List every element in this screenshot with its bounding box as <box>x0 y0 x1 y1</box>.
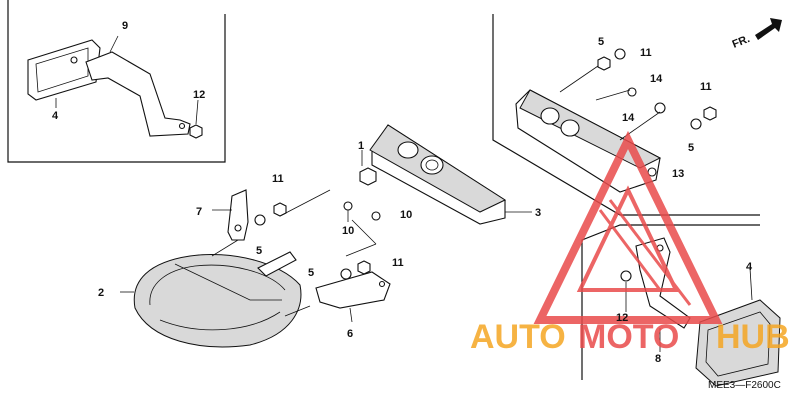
watermark-text-moto: MOTO <box>578 318 679 356</box>
tail-light-housing <box>359 124 532 225</box>
callout-5-c: 5 <box>598 36 604 48</box>
callout-3: 3 <box>535 207 541 219</box>
front-direction-arrow <box>755 18 782 40</box>
callout-1: 1 <box>358 140 364 152</box>
watermark-text-hub: HUB <box>716 318 790 356</box>
callout-12-inset: 12 <box>193 89 205 101</box>
callout-5-d: 5 <box>688 142 694 154</box>
tail-light-lens <box>120 251 311 348</box>
callout-11-a: 11 <box>272 173 284 185</box>
bracket-7 <box>211 189 249 257</box>
callout-11-c: 11 <box>640 47 652 59</box>
watermark: AUTO MOTO HUB <box>470 130 790 356</box>
callout-9: 9 <box>122 20 128 32</box>
callout-11-d: 11 <box>700 81 712 93</box>
callout-14-b: 14 <box>622 112 635 124</box>
callout-14-a: 14 <box>650 73 663 85</box>
callout-10-a: 10 <box>342 225 354 237</box>
reflector-assembly <box>620 237 781 387</box>
callout-12-main: 12 <box>616 312 628 324</box>
inset-license-light <box>27 35 203 139</box>
watermark-text-auto: AUTO <box>470 318 566 356</box>
callout-5-b: 5 <box>308 267 314 279</box>
callout-8: 8 <box>655 353 661 365</box>
callout-7: 7 <box>196 206 202 218</box>
callout-5-a: 5 <box>256 245 262 257</box>
bracket-6 <box>315 271 391 323</box>
diagram-code: MEE3—F2600C <box>708 380 781 391</box>
callout-6: 6 <box>347 328 353 340</box>
fasteners <box>254 189 381 280</box>
callout-13: 13 <box>672 168 684 180</box>
callout-4-inset: 4 <box>52 110 59 122</box>
callout-2: 2 <box>98 287 104 299</box>
front-direction-label: FR. <box>731 33 752 51</box>
callout-10-b: 10 <box>400 209 412 221</box>
callout-11-b: 11 <box>392 257 404 269</box>
section-frames <box>7 0 760 380</box>
callout-4-main: 4 <box>746 261 753 273</box>
